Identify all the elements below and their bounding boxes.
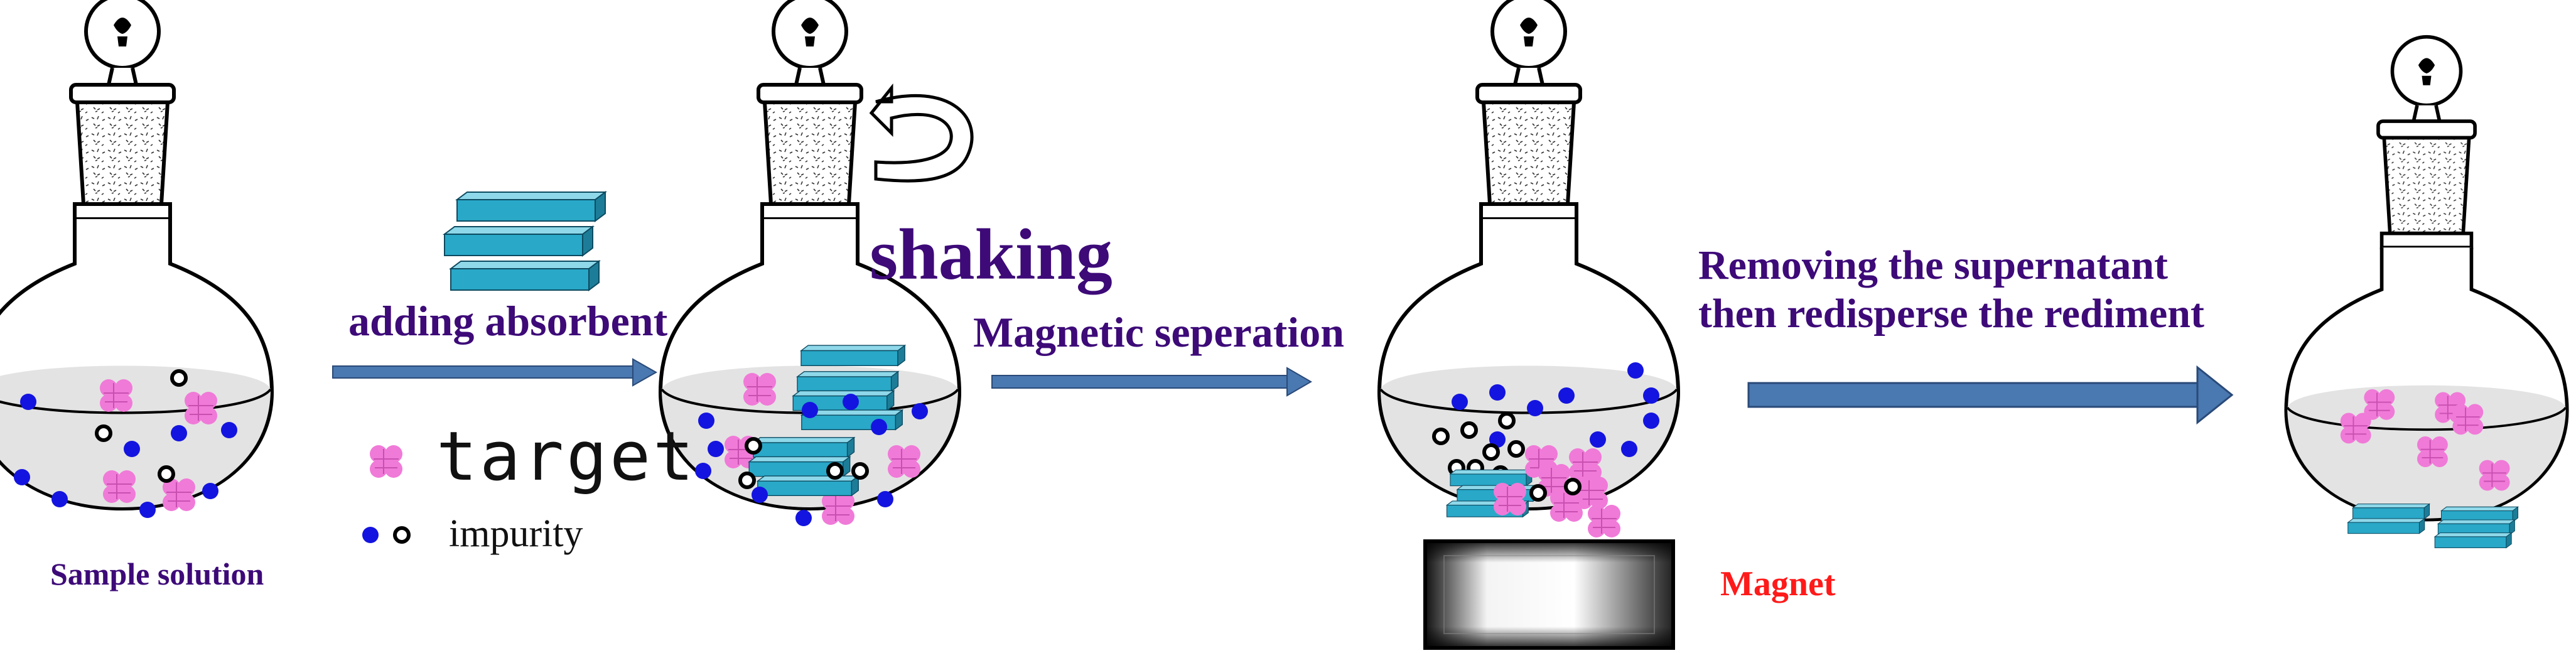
legend-label-impurity: impurity [449,512,583,555]
legend-label-target: target [436,418,697,496]
arrow-removing [1747,365,2234,425]
rotate-arrow-icon [869,83,974,183]
label-shaking: shaking [870,215,1113,295]
label-magnetic-separation: Magnetic seperation [973,308,1345,356]
flask-sample [0,0,272,518]
impurity-dot-icon [362,527,379,543]
arrow-magnetic [991,367,1312,397]
arrow-adding [332,358,658,387]
label-sample-solution: Sample solution [50,556,264,591]
label-magnet: Magnet [1720,564,1836,603]
magnet-block-icon [1423,539,1675,650]
absorbent-bars-icon [444,192,606,291]
legend [362,445,409,543]
label-removing-line2: then redisperse the rediment [1698,291,2204,337]
label-removing-line1: Removing the supernatant [1698,242,2169,288]
label-adding-absorbent: adding absorbent [348,297,668,345]
flask-magnetic [1379,0,1678,538]
target-particle-icon [369,445,403,478]
impurity-ring-icon [395,528,409,542]
flask-redispersed [2286,37,2567,548]
